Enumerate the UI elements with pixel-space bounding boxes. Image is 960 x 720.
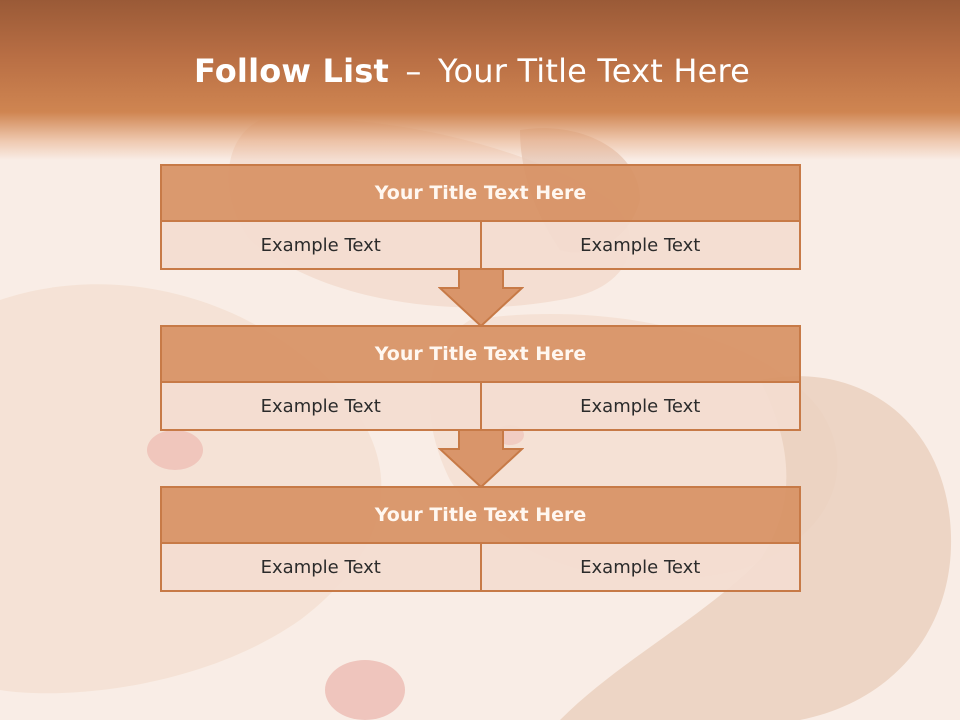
flow-block-3: Your Title Text Here Example Text Exampl… <box>160 486 801 592</box>
flow-block-title: Your Title Text Here <box>160 325 801 383</box>
flow-block-row: Example Text Example Text <box>160 220 801 270</box>
flow-cell-right: Example Text <box>479 220 801 270</box>
slide-title-bold: Follow List <box>193 52 390 90</box>
flow-block-row: Example Text Example Text <box>160 542 801 592</box>
flow-block-title: Your Title Text Here <box>160 164 801 222</box>
flow-cell-right: Example Text <box>479 381 801 431</box>
flow-cell-right: Example Text <box>479 542 801 592</box>
slide-title: Follow List – Your Title Text Here <box>0 52 944 90</box>
down-arrow-icon <box>438 268 524 328</box>
slide-title-separator: – <box>405 52 422 90</box>
down-arrow-icon <box>438 429 524 489</box>
flow-cell-left: Example Text <box>160 542 482 592</box>
flow-block-title: Your Title Text Here <box>160 486 801 544</box>
flow-block-row: Example Text Example Text <box>160 381 801 431</box>
flow-block-1: Your Title Text Here Example Text Exampl… <box>160 164 801 270</box>
header-band <box>0 0 960 160</box>
slide-title-rest: Your Title Text Here <box>438 52 751 90</box>
flow-block-2: Your Title Text Here Example Text Exampl… <box>160 325 801 431</box>
flow-cell-left: Example Text <box>160 220 482 270</box>
flow-cell-left: Example Text <box>160 381 482 431</box>
